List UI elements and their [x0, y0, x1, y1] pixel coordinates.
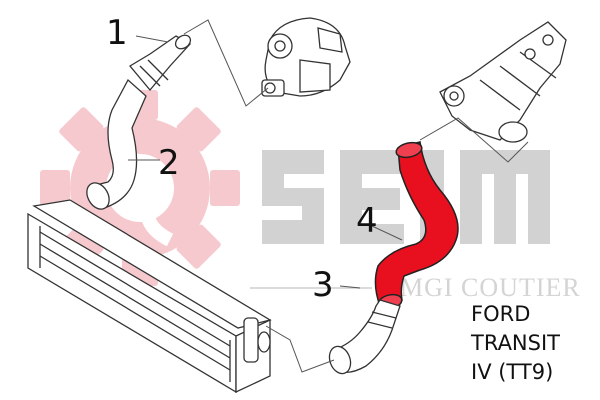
- vehicle-version: IV (TT9): [471, 360, 554, 384]
- callout-2: 2: [158, 143, 180, 183]
- vehicle-model: TRANSIT: [471, 331, 560, 355]
- intake-manifold-drawing: [439, 21, 567, 143]
- vehicle-caption: FORD TRANSIT IV (TT9): [471, 300, 596, 387]
- callout-3: 3: [312, 265, 334, 305]
- turbo-part-drawing: [261, 17, 351, 97]
- leader-lines: [128, 19, 529, 373]
- hose-3-drawing: [328, 299, 401, 375]
- callout-4: 4: [356, 201, 378, 241]
- intercooler-drawing: [27, 199, 272, 394]
- watermark-subtitle: MGI COUTIER: [400, 273, 581, 302]
- vehicle-make: FORD: [471, 302, 531, 326]
- hose-4-top-cuff: [395, 141, 423, 159]
- hose-2-drawing: [86, 34, 192, 210]
- callout-1: 1: [106, 13, 128, 53]
